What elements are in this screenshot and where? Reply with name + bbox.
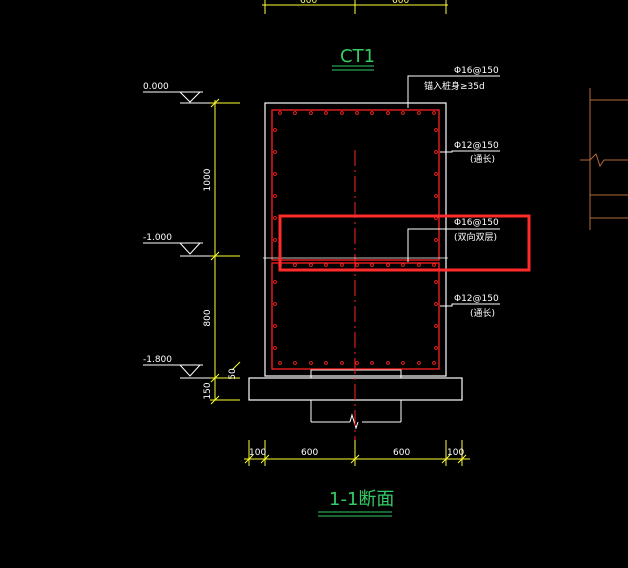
rebar-dot: [340, 263, 344, 267]
rebar-note-2-spec: Φ12@150: [454, 141, 499, 151]
dim-bottom-100-left: 100: [249, 448, 266, 458]
rebar-dot: [293, 263, 297, 267]
pile-cap-outline: [264, 102, 447, 377]
rebar-dots: [273, 111, 438, 365]
vertical-dimension: [210, 98, 241, 405]
rebar-note-2-detail: (通长): [470, 153, 495, 165]
rebar-dot: [434, 194, 438, 198]
dim-bottom-600-left: 600: [301, 448, 318, 458]
drawing-title: CT1: [340, 46, 375, 67]
rebar-dot: [434, 128, 438, 132]
rebar-dot: [401, 263, 405, 267]
rebar-dot: [355, 361, 359, 365]
rebar-dot: [293, 111, 297, 115]
elevation-2-label: -1.800: [143, 355, 172, 365]
rebar-dot: [401, 361, 405, 365]
section-label: 1-1断面: [329, 489, 394, 510]
dim-800: 800: [203, 309, 213, 326]
rebar-dot: [417, 111, 421, 115]
rebar-note-1-spec: Φ16@150: [454, 66, 499, 76]
dim-1000: 1000: [203, 168, 213, 191]
rebar-dot: [417, 361, 421, 365]
elevation-0-label: 0.000: [143, 82, 169, 92]
rebar-dot: [273, 238, 277, 242]
rebar-dot: [273, 194, 277, 198]
rebar-dot: [324, 361, 328, 365]
rebar-dot: [340, 111, 344, 115]
rebar-dot: [432, 361, 436, 365]
top-dim-right: 600: [392, 0, 409, 6]
elevation-marker-0: [143, 91, 240, 104]
rebar-note-4-detail: (通长): [470, 307, 495, 319]
rebar-dot: [309, 263, 313, 267]
rebar-note-4-spec: Φ12@150: [454, 294, 499, 304]
adjacent-drawing-fragment: [580, 88, 628, 230]
rebar-dot: [278, 361, 282, 365]
rebar-dot: [370, 263, 374, 267]
rebar-dot: [273, 324, 277, 328]
rebar-dot: [401, 111, 405, 115]
highlight-box[interactable]: [278, 214, 531, 272]
rebar-dot: [434, 280, 438, 284]
elevation-1-label: -1.000: [143, 233, 172, 243]
dim-50: 50: [228, 368, 238, 380]
rebar-dot: [434, 346, 438, 350]
top-dimension: [262, 0, 448, 14]
rebar-dot: [432, 263, 436, 267]
dim-bottom-600-right: 600: [393, 448, 410, 458]
rebar-dot: [309, 111, 313, 115]
dim-150: 150: [203, 382, 213, 399]
rebar-dot: [324, 263, 328, 267]
pile-outline: [310, 369, 402, 430]
rebar-dot: [324, 111, 328, 115]
rebar-dot: [370, 111, 374, 115]
rebar-leaders: [407, 75, 500, 307]
rebar-dot: [340, 361, 344, 365]
rebar-dot: [434, 172, 438, 176]
rebar-dot: [273, 172, 277, 176]
rebar-dot: [273, 302, 277, 306]
elevation-marker-1: [143, 242, 240, 257]
rebar-dot: [434, 324, 438, 328]
rebar-dot: [434, 238, 438, 242]
rebar-dot: [273, 128, 277, 132]
rebar-dot: [434, 302, 438, 306]
rebar-dot: [273, 150, 277, 154]
rebar-dot: [386, 111, 390, 115]
dim-bottom-100-right: 100: [447, 448, 464, 458]
rebar-dot: [432, 111, 436, 115]
rebar-note-1-detail: 锚入桩身≥35d: [424, 80, 485, 92]
rebar-dot: [293, 361, 297, 365]
rebar-dot: [278, 111, 282, 115]
rebar-dot: [273, 346, 277, 350]
bottom-dimension: [244, 440, 470, 466]
rebar-dot: [309, 361, 313, 365]
top-dim-left: 600: [300, 0, 317, 6]
elevation-marker-2: [143, 364, 240, 379]
rebar-dot: [273, 280, 277, 284]
rebar-note-3-spec: Φ16@150: [454, 218, 499, 228]
rebar-dot: [386, 361, 390, 365]
rebar-dot: [273, 216, 277, 220]
rebar-dot: [417, 263, 421, 267]
rebar-dot: [370, 361, 374, 365]
rebar-dot: [386, 263, 390, 267]
rebar-dot: [434, 150, 438, 154]
rebar-dot: [355, 111, 359, 115]
rebar-dot: [355, 263, 359, 267]
rebar-note-3-detail: (双向双层): [454, 231, 497, 243]
